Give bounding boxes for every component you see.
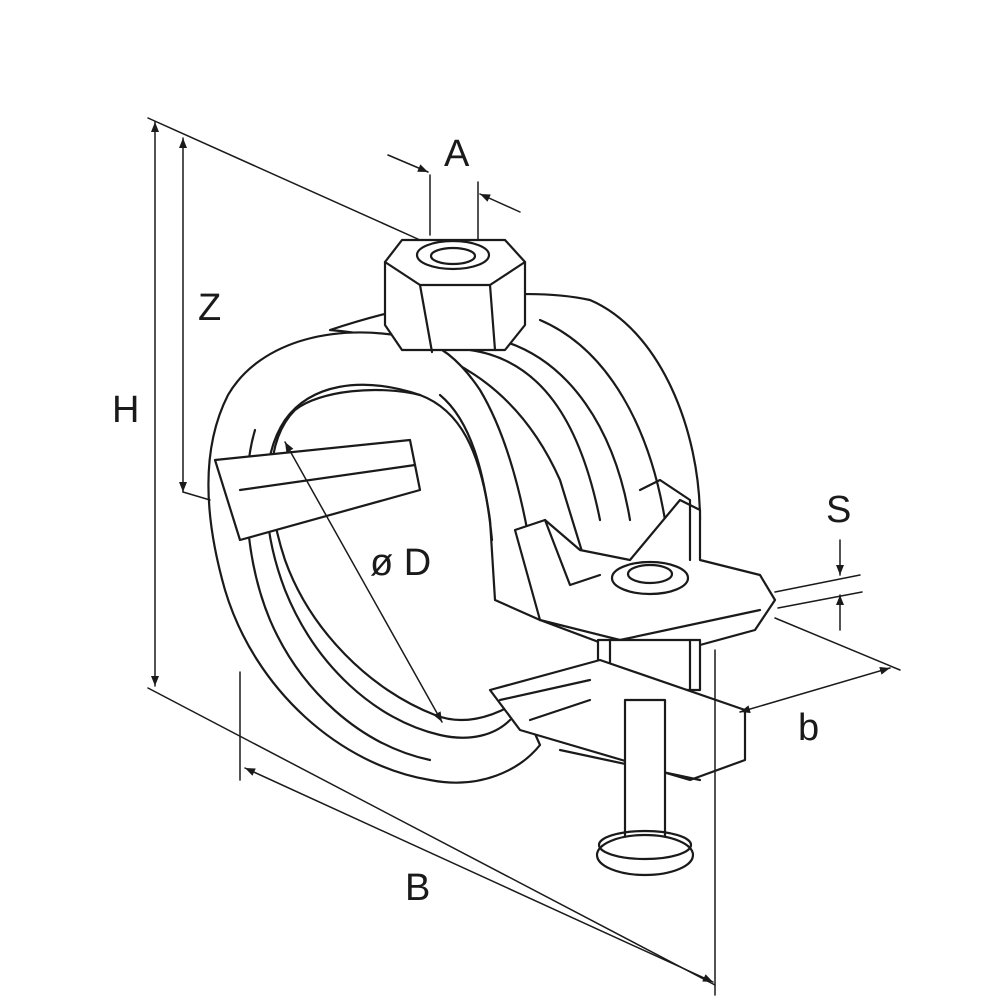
label-H: H [112,389,139,431]
lower-clip [488,658,747,782]
closing-bolt [596,560,702,692]
clamp-drawing [207,238,777,877]
label-Z: Z [198,287,221,329]
label-D: ø D [370,542,431,584]
dimension-lines [147,117,901,996]
label-A: A [444,133,470,175]
label-B: B [405,867,430,909]
label-b: b [798,707,819,749]
hex-nut [383,238,527,354]
label-S: S [826,489,851,531]
